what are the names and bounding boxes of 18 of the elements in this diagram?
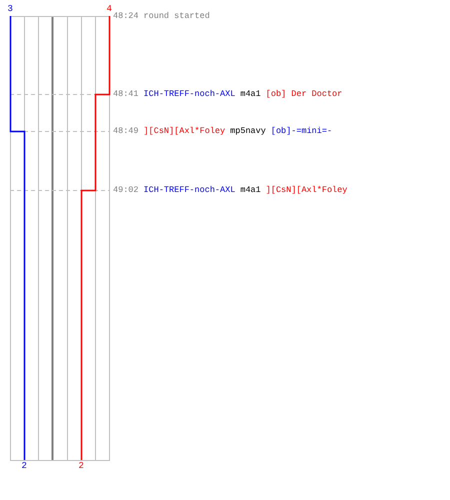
player-name: ][CsN][Axl*Foley — [266, 184, 348, 196]
timestamp: 48:24 — [113, 10, 139, 22]
timestamp: 48:41 — [113, 88, 139, 100]
event-text: round started — [144, 10, 210, 22]
team-count-number: 3 — [8, 4, 13, 14]
timestamp: 49:02 — [113, 184, 139, 196]
weapon-name: m4a1 — [240, 184, 261, 196]
team-count-number: 4 — [106, 4, 112, 14]
team-count-number: 2 — [22, 461, 27, 471]
timestamp: 48:49 — [113, 125, 139, 137]
player-name: [ob]-=mini=- — [270, 125, 332, 137]
player-name: ][CsN][Axl*Foley — [144, 125, 226, 137]
player-name: ICH-TREFF-noch-AXL — [144, 184, 236, 196]
player-name: ICH-TREFF-noch-AXL — [144, 88, 236, 100]
weapon-name: mp5navy — [230, 125, 266, 137]
weapon-name: m4a1 — [240, 88, 261, 100]
team-count-number: 2 — [78, 461, 84, 471]
player-name: [ob] Der Doctor — [266, 88, 342, 100]
